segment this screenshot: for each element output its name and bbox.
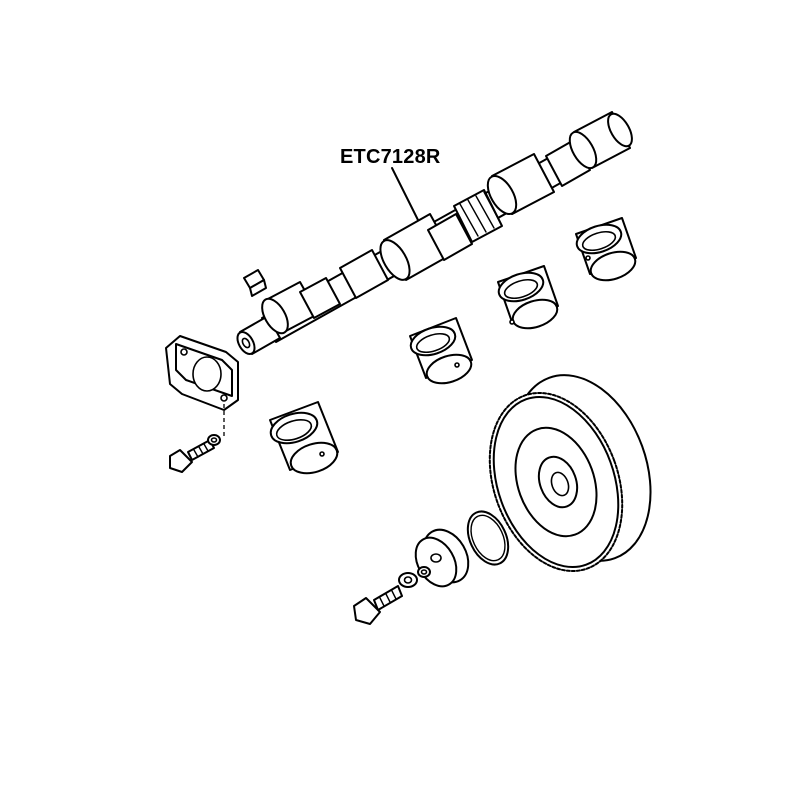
gear-retaining-washer[interactable] xyxy=(407,522,477,594)
woodruff-key[interactable] xyxy=(243,269,267,297)
spacer-ring[interactable] xyxy=(460,505,516,571)
bolt-washer[interactable] xyxy=(207,434,221,446)
thrust-plate-bolt[interactable] xyxy=(169,439,215,473)
camshaft-bearing[interactable] xyxy=(573,217,639,285)
camshaft[interactable] xyxy=(234,110,637,357)
flat-washer[interactable] xyxy=(398,572,418,588)
camshaft-bearing[interactable] xyxy=(407,317,475,388)
camshaft-timing-gear[interactable] xyxy=(466,356,675,590)
camshaft-bearing[interactable] xyxy=(495,265,561,333)
label-leader-line xyxy=(391,167,419,221)
lock-washer[interactable] xyxy=(417,566,431,578)
part-number-label: ETC7128R xyxy=(340,146,441,168)
gear-bolt[interactable] xyxy=(353,585,403,625)
camshaft-bearing[interactable] xyxy=(267,401,341,479)
thrust-plate[interactable] xyxy=(165,335,239,411)
